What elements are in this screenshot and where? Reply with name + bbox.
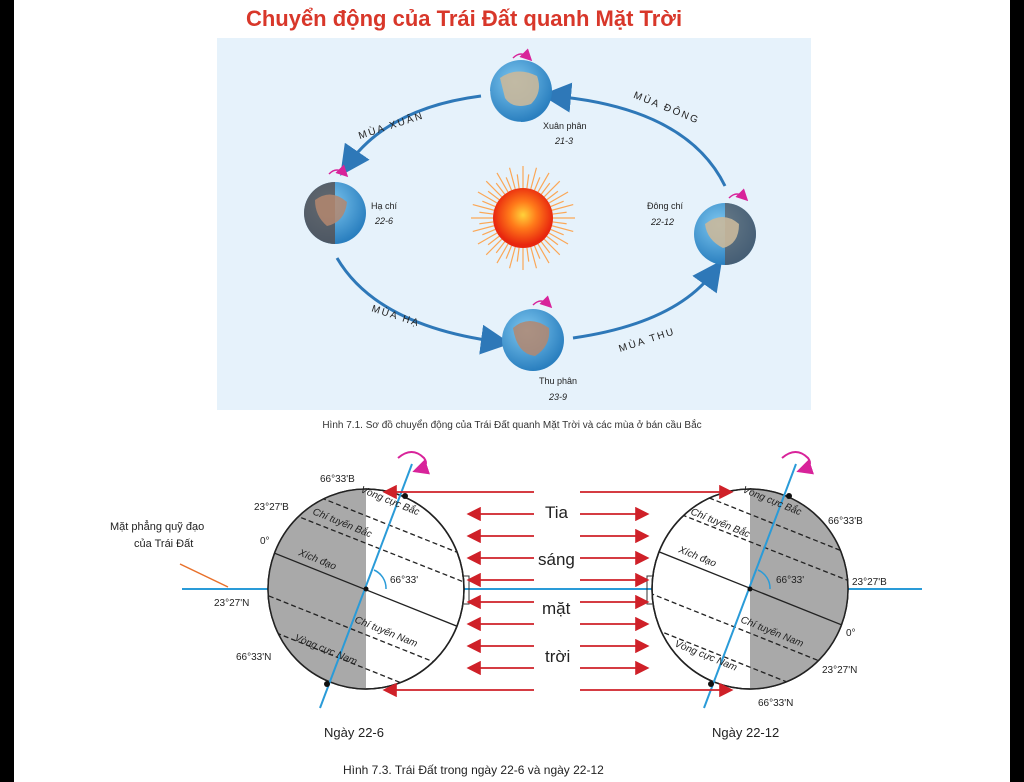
sun-ray-line bbox=[537, 172, 550, 193]
right-s-tropic-label: 23°27'N bbox=[822, 665, 857, 676]
summer-date: 22-6 bbox=[374, 216, 393, 226]
sun-ray-line bbox=[508, 246, 516, 269]
page-title: Chuyển động của Trái Đất quanh Mặt Trời bbox=[245, 6, 683, 31]
summer-name: Hạ chí bbox=[371, 201, 398, 211]
sun-ray-line bbox=[530, 167, 538, 190]
sun-ray-line bbox=[543, 180, 561, 198]
sun-ray-line bbox=[533, 177, 541, 191]
vernal-date: 21-3 bbox=[554, 136, 573, 146]
sun-ray-line bbox=[487, 235, 500, 246]
sun-icon bbox=[471, 166, 575, 270]
globe-summer-solstice bbox=[304, 164, 366, 244]
sun-ray-line bbox=[526, 247, 530, 262]
sun-ray-line bbox=[477, 232, 498, 245]
ray-word-2: sáng bbox=[538, 550, 575, 569]
solstice-diagram: Tia sáng mặt trời Mặt phẳng quỹ đạo của … bbox=[110, 451, 922, 777]
orbit-plane-pointer bbox=[179, 563, 229, 588]
right-equator-deg-label: 0° bbox=[846, 628, 856, 639]
sun-ray-line bbox=[487, 190, 500, 201]
winter-date: 22-12 bbox=[650, 217, 674, 227]
sun-ray-line bbox=[505, 245, 513, 259]
autumn-date: 23-9 bbox=[548, 392, 567, 402]
sun-ray-line bbox=[516, 174, 520, 189]
right-angle: 66°33' bbox=[776, 575, 804, 586]
sun-ray-line bbox=[550, 228, 564, 236]
sun-ray-line bbox=[551, 225, 574, 233]
sun-ray-line bbox=[548, 191, 569, 204]
season-autumn-label: MÙA THU bbox=[617, 324, 677, 355]
sun-ray-line bbox=[508, 167, 516, 190]
sun-ray-line bbox=[530, 246, 538, 269]
page: Chuyển động của Trái Đất quanh Mặt Trời bbox=[14, 0, 1010, 782]
sun-ray-line bbox=[537, 243, 550, 264]
left-equator-deg-label: 0° bbox=[260, 536, 270, 547]
sun-ray-line bbox=[540, 241, 551, 254]
sun-ray-line bbox=[472, 203, 495, 211]
sun-ray-line bbox=[495, 182, 506, 195]
left-date: Ngày 22-6 bbox=[324, 725, 384, 740]
sun-rays bbox=[382, 484, 734, 698]
right-n-polar-label: 66°33'B bbox=[828, 516, 863, 527]
sun-ray-line bbox=[485, 180, 503, 198]
sun-ray-line bbox=[516, 247, 520, 262]
season-winter-label: MÙA ĐÔNG bbox=[632, 88, 702, 126]
orbit-plane-label-2: của Trái Đất bbox=[134, 538, 193, 550]
sun-ray-line bbox=[526, 174, 530, 189]
sun-ray-line bbox=[552, 211, 567, 215]
right-date: Ngày 22-12 bbox=[712, 725, 779, 740]
autumn-name: Thu phân bbox=[539, 376, 577, 386]
sun-ray-line bbox=[546, 190, 559, 201]
orbit-diagram: MÙA XUÂN MÙA ĐÔNG MÙA HẠ MÙA THU Xuân ph… bbox=[304, 48, 756, 402]
left-angle: 66°33' bbox=[390, 575, 418, 586]
globe-vernal-equinox bbox=[489, 48, 552, 123]
figure-7-3-caption: Hình 7.3. Trái Đất trong ngày 22-6 và ng… bbox=[343, 763, 604, 777]
ray-word-4: trời bbox=[545, 647, 570, 666]
season-summer-label: MÙA HẠ bbox=[370, 302, 422, 330]
globe-winter-solstice bbox=[694, 188, 756, 265]
winter-name: Đông chí bbox=[647, 201, 684, 211]
sun-ray-line bbox=[540, 182, 551, 195]
rotation-arrow-icon bbox=[397, 451, 431, 475]
sun-ray-line bbox=[495, 241, 506, 254]
sun-ray-line bbox=[485, 238, 503, 256]
ray-word-1: Tia bbox=[545, 503, 569, 522]
rotation-arrow-icon bbox=[781, 451, 815, 475]
right-n-tropic-label: 23°27'B bbox=[852, 577, 887, 588]
left-n-tropic-label: 23°27'B bbox=[254, 502, 289, 513]
left-s-tropic-label: 23°27'N bbox=[214, 598, 249, 609]
ray-word-3: mặt bbox=[542, 599, 571, 618]
sun-ray-line bbox=[546, 235, 559, 246]
figure-7-1-caption: Hình 7.1. Sơ đồ chuyển động của Trái Đất… bbox=[322, 420, 702, 431]
sun-ray-line bbox=[479, 221, 494, 225]
left-n-polar-label: 66°33'B bbox=[320, 474, 355, 485]
sun-ray-line bbox=[505, 177, 513, 191]
vernal-name: Xuân phân bbox=[543, 121, 587, 131]
sun-ray-line bbox=[477, 191, 498, 204]
sun-ray-line bbox=[479, 211, 494, 215]
sun-ray-line bbox=[496, 243, 509, 264]
globe-autumn-equinox bbox=[502, 295, 564, 371]
sun-ray-line bbox=[533, 245, 541, 259]
left-s-polar-label: 66°33'N bbox=[236, 652, 271, 663]
sun-ray-line bbox=[496, 172, 509, 193]
sun-ray-line bbox=[548, 232, 569, 245]
orbit-diagram-panel: MÙA XUÂN MÙA ĐÔNG MÙA HẠ MÙA THU Xuân ph… bbox=[217, 38, 811, 410]
sun-ray-line bbox=[482, 228, 496, 236]
globe-december-22 bbox=[646, 451, 849, 709]
sun-ray-line bbox=[552, 221, 567, 225]
sun-ray-line bbox=[472, 225, 495, 233]
sun-ray-line bbox=[482, 200, 496, 208]
orbit-plane-label-1: Mặt phẳng quỹ đạo bbox=[110, 520, 204, 533]
sun-ray-line bbox=[551, 203, 574, 211]
sun-ray-line bbox=[550, 200, 564, 208]
orbit-path bbox=[335, 82, 727, 355]
season-spring-label: MÙA XUÂN bbox=[357, 108, 426, 141]
right-s-polar-label: 66°33'N bbox=[758, 698, 793, 709]
sun-ray-line bbox=[543, 238, 561, 256]
